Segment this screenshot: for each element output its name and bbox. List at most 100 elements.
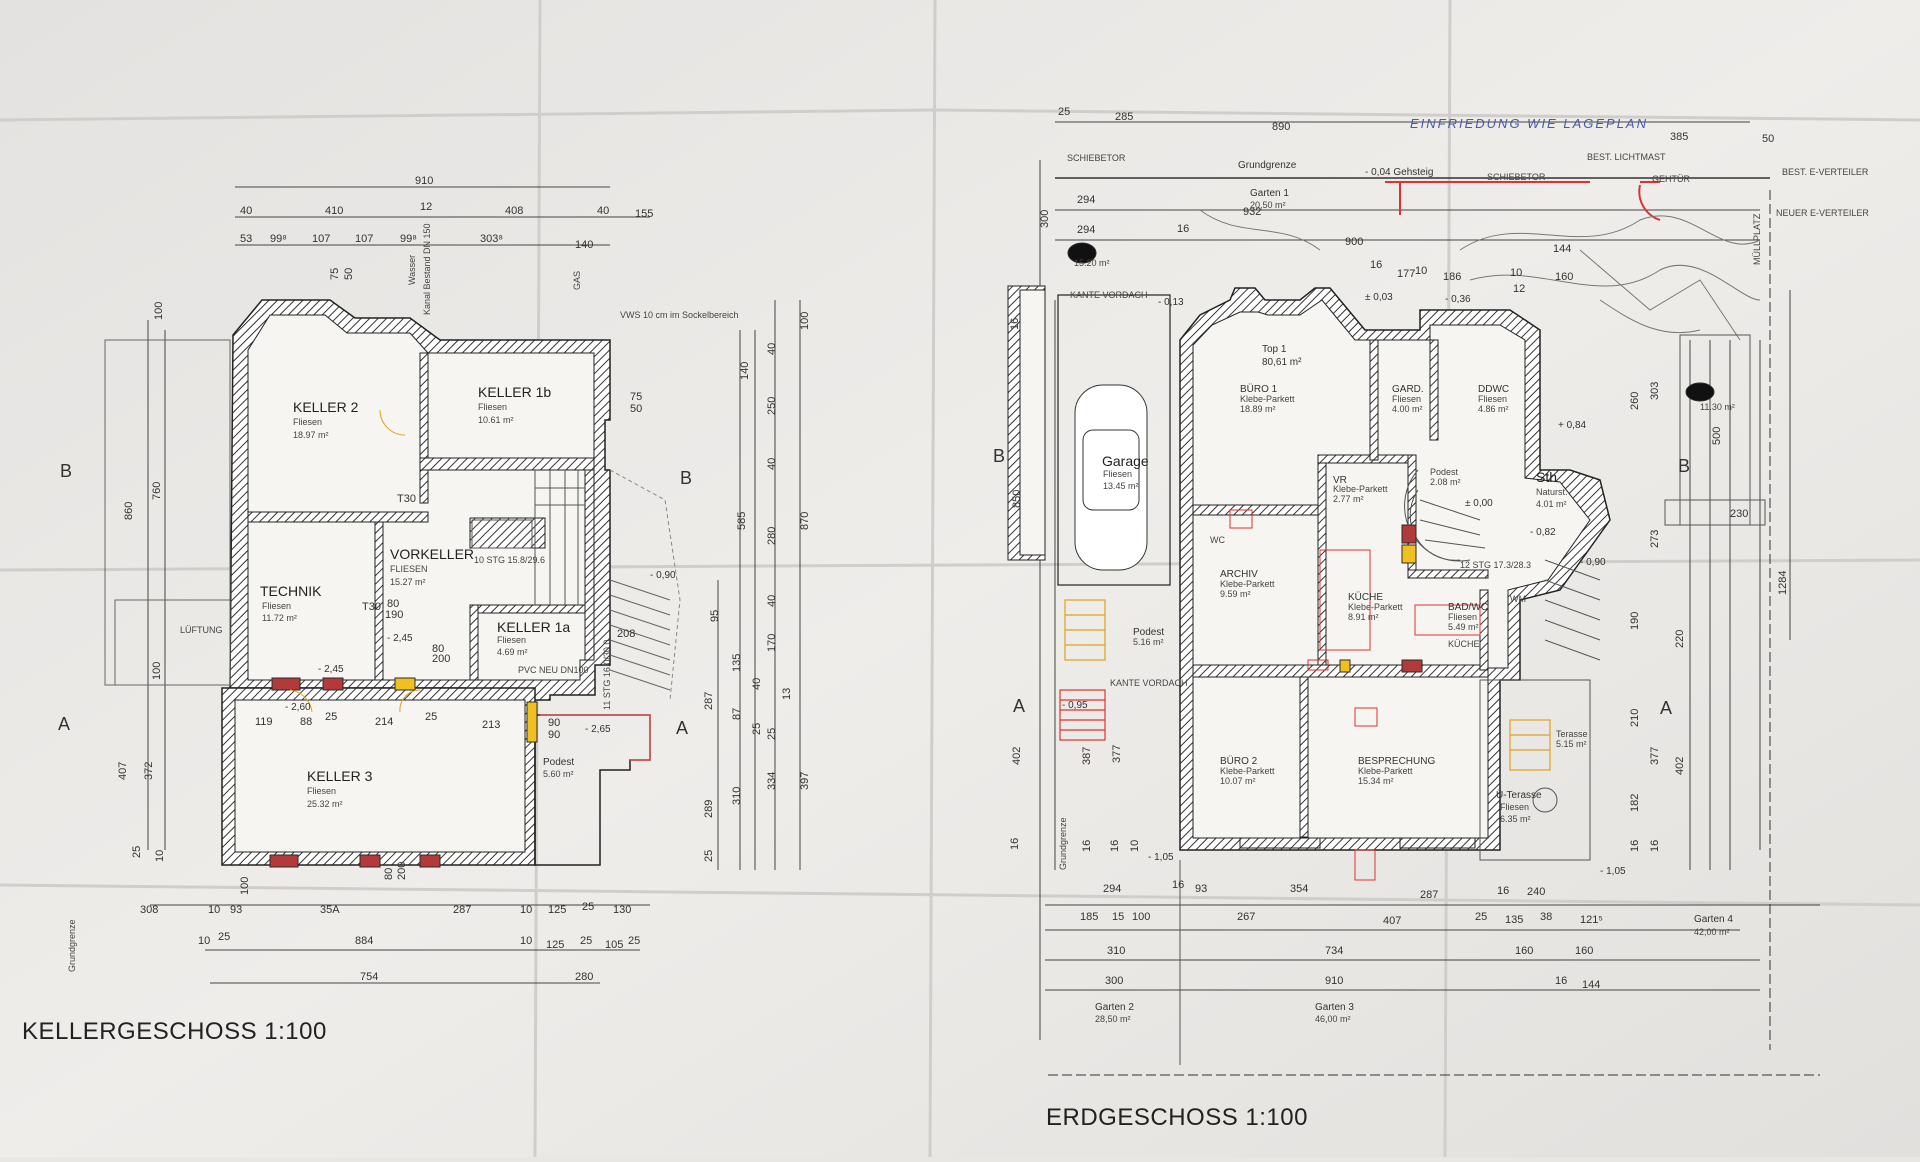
dim-label: 294 bbox=[1077, 224, 1095, 236]
room-area: 11.72 m² bbox=[262, 613, 297, 623]
dim-label: 100 bbox=[799, 312, 811, 330]
ground-dims-bottom: 294 16 93 354 287 16 240 185 15 100 267 … bbox=[1080, 879, 1603, 991]
room-area: 42,00 m² bbox=[1694, 927, 1730, 937]
room-area: 4.69 m² bbox=[497, 647, 528, 657]
room-area: 15.27 m² bbox=[390, 577, 426, 587]
ground-section-labels: B B A A bbox=[993, 446, 1690, 718]
dim-label: 10 bbox=[1510, 267, 1522, 279]
dim-label: 144 bbox=[1553, 243, 1571, 255]
dim-label: 40 bbox=[240, 205, 252, 217]
room-name: Podest bbox=[1430, 467, 1459, 477]
ground-floor-plan bbox=[1007, 121, 1820, 1076]
basement-keller3-interior bbox=[234, 699, 526, 853]
dim-label: 10 bbox=[520, 904, 532, 916]
ground-garage bbox=[1057, 294, 1171, 586]
room-name: KÜCHE bbox=[1348, 591, 1383, 603]
room-area: 25.32 m² bbox=[307, 799, 343, 809]
room-area: 6.35 m² bbox=[1500, 814, 1531, 824]
dim-label: 25 bbox=[425, 711, 437, 723]
dim-label: 100 bbox=[153, 302, 165, 320]
room-floor: Fliesen bbox=[262, 601, 291, 611]
dim-label: 300 bbox=[1105, 975, 1123, 987]
room-area: 15.34 m² bbox=[1358, 776, 1394, 786]
dim-label: 190 bbox=[385, 609, 403, 621]
dim-label: 377 bbox=[1649, 747, 1661, 765]
room-name: Garten 3 bbox=[1315, 1002, 1354, 1013]
room-floor: Klebe-Parkett bbox=[1333, 484, 1388, 494]
ground-yellow-stair bbox=[1064, 599, 1551, 771]
dim-label: 407 bbox=[117, 762, 129, 780]
note-e-verteiler-best: BEST. E-VERTEILER bbox=[1782, 167, 1869, 177]
ground-stair bbox=[1404, 469, 1601, 661]
note-stair-2: 11 STG 16.0/30.0 bbox=[602, 640, 612, 710]
section-label: A bbox=[1660, 698, 1672, 718]
dim-label: 754 bbox=[360, 971, 378, 983]
dim-label: 408 bbox=[505, 205, 523, 217]
room-floor: FLIESEN bbox=[390, 564, 428, 574]
dim-label: 25 bbox=[766, 728, 778, 740]
dim-label: 50 bbox=[630, 403, 642, 415]
table-icon bbox=[1532, 787, 1558, 813]
level-mark: - 2,45 bbox=[318, 664, 344, 675]
dim-label: 160 bbox=[1555, 271, 1573, 283]
room-name: KELLER 1b bbox=[478, 384, 551, 400]
note-pvc: PVC NEU DN100 bbox=[518, 665, 589, 675]
room-area: 28,50 m² bbox=[1095, 1014, 1131, 1024]
dim-label: 760 bbox=[151, 482, 163, 500]
dim-label: 10 bbox=[208, 904, 220, 916]
dim-label: 16 bbox=[1629, 840, 1641, 852]
room-floor: Fliesen bbox=[497, 635, 526, 645]
room-floor: Klebe-Parkett bbox=[1348, 602, 1403, 612]
dim-label: 10 bbox=[1129, 840, 1141, 852]
dim-label: 387 bbox=[1081, 747, 1093, 765]
level-mark: - 0,95 bbox=[1062, 700, 1088, 711]
redaction-blot-left bbox=[1067, 242, 1097, 264]
dim-label: 25 bbox=[582, 901, 594, 913]
room-floor: Fliesen bbox=[293, 417, 322, 427]
note-kante-vordach: KANTE VORDACH bbox=[1070, 290, 1148, 300]
redaction-blot-right bbox=[1685, 382, 1715, 402]
level-mark: - 1,05 bbox=[1600, 866, 1626, 877]
dim-label: 240 bbox=[1527, 886, 1545, 898]
room-area: 18.89 m² bbox=[1240, 404, 1276, 414]
ground-terrace bbox=[1479, 679, 1591, 861]
note-schiebetor: SCHIEBETOR bbox=[1067, 153, 1126, 163]
dim-label: 87 bbox=[731, 708, 743, 720]
ground-handwritten-fence-sketch bbox=[1199, 209, 1761, 341]
dim-label: 93 bbox=[1195, 883, 1207, 895]
room-name: BAD/WC bbox=[1448, 602, 1488, 613]
basement-dimension-lines bbox=[147, 186, 801, 984]
room-floor: Naturst. bbox=[1536, 487, 1568, 497]
dim-label: 210 bbox=[1629, 709, 1641, 727]
room-area: 10.07 m² bbox=[1220, 776, 1256, 786]
note-e-verteiler-neu: NEUER E-VERTEILER bbox=[1776, 208, 1869, 218]
dim-label: 107 bbox=[355, 233, 373, 245]
dim-label: 385 bbox=[1670, 131, 1688, 143]
note-area-right: 11.30 m² bbox=[1700, 402, 1735, 412]
room-area: 4.00 m² bbox=[1392, 404, 1423, 414]
dim-label: 140 bbox=[575, 239, 593, 251]
dim-label: 40 bbox=[766, 458, 778, 470]
dim-label: 80 bbox=[383, 868, 395, 880]
dim-label: 25 bbox=[325, 711, 337, 723]
dim-label: 38 bbox=[1540, 911, 1552, 923]
dim-label: 50 bbox=[1762, 133, 1774, 145]
dim-label: 121⁵ bbox=[1580, 914, 1603, 926]
dim-label: 16 bbox=[1177, 223, 1189, 235]
room-name: Sth bbox=[1536, 469, 1557, 485]
dim-label: 93 bbox=[230, 904, 242, 916]
dim-label: 25 bbox=[628, 935, 640, 947]
dim-label: 75 bbox=[630, 391, 642, 403]
room-area: 4.86 m² bbox=[1478, 404, 1509, 414]
room-floor: Klebe-Parkett bbox=[1240, 394, 1295, 404]
dim-label: 287 bbox=[1420, 889, 1438, 901]
dim-label: 308 bbox=[140, 904, 158, 916]
dim-label: 95 bbox=[709, 610, 721, 622]
room-area: 46,00 m² bbox=[1315, 1014, 1351, 1024]
ground-dims-left: 16 850 402 16 387 377 16 16 10 bbox=[1009, 318, 1141, 852]
dim-label: 500 bbox=[1711, 427, 1723, 445]
note-area-left: 15.20 m² bbox=[1074, 258, 1110, 268]
dim-label: 402 bbox=[1674, 757, 1686, 775]
section-label: B bbox=[60, 461, 72, 481]
